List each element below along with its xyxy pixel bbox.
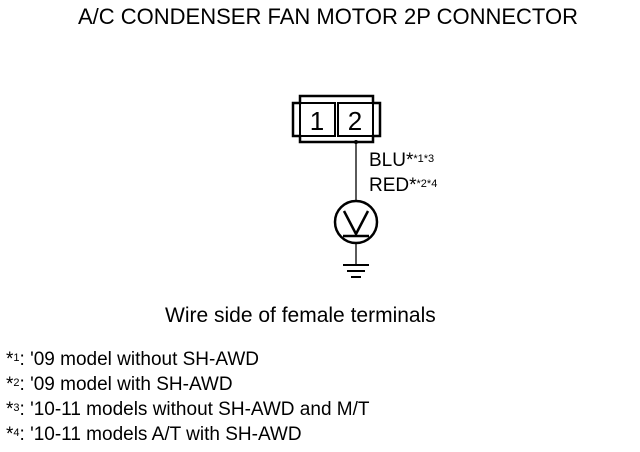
footnote-3: *3: '10-11 models without SH-AWD and M/T <box>6 399 370 420</box>
diagram-title: A/C CONDENSER FAN MOTOR 2P CONNECTOR <box>78 4 578 29</box>
connector-caption: Wire side of female terminals <box>165 304 436 327</box>
wire-color-red: RED**2*4 <box>369 175 438 196</box>
terminal-2-cell <box>337 102 374 137</box>
wire-color-blu: BLU**1*3 <box>369 150 435 171</box>
ground-icon <box>343 264 369 278</box>
footnote-2: *2: '09 model with SH-AWD <box>6 374 233 395</box>
footnote-1: *1: '09 model without SH-AWD <box>6 349 259 370</box>
terminal-2-label: 2 <box>348 106 362 136</box>
voltmeter-icon <box>333 199 379 245</box>
terminal-1-label: 1 <box>310 106 324 136</box>
terminal-1-cell <box>299 102 336 137</box>
footnote-4: *4: '10-11 models A/T with SH-AWD <box>6 424 302 445</box>
